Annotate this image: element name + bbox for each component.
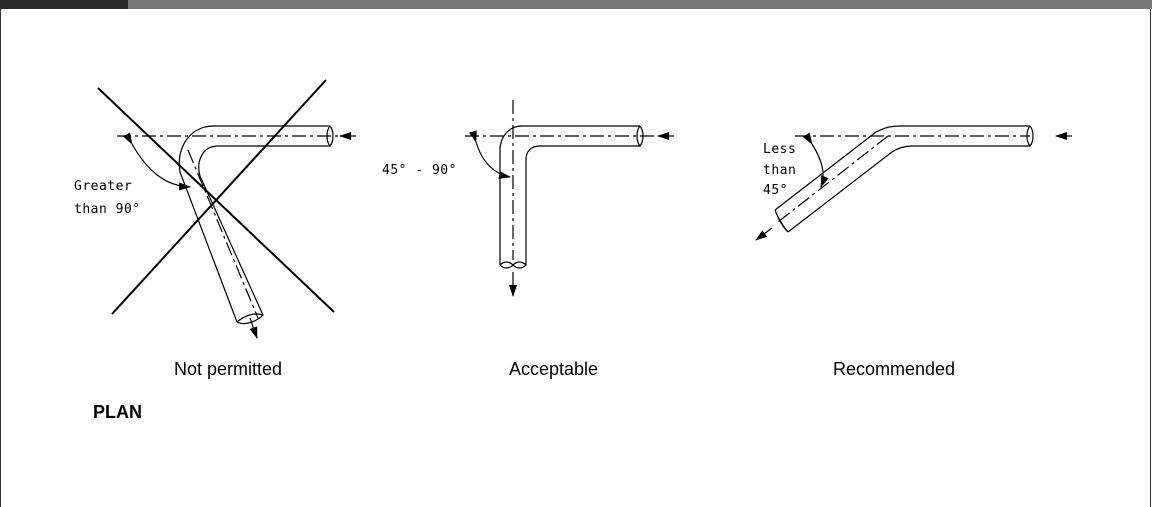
centreline-branch bbox=[777, 135, 889, 223]
angle-label-1-line-2: than 90° bbox=[74, 202, 141, 217]
angle-label-3-line-3: 45° bbox=[763, 183, 788, 198]
pipe-end-bottom bbox=[499, 261, 527, 269]
outflow-arrow bbox=[755, 227, 773, 241]
panel-recommended bbox=[755, 125, 1072, 241]
pipe-end-bottom bbox=[236, 313, 265, 325]
angle-label-3-line-1: Less bbox=[763, 142, 796, 157]
outflow-arrow bbox=[249, 317, 258, 339]
caption-not-permitted: Not permitted bbox=[174, 359, 283, 379]
angle-label-2: 45° - 90° bbox=[382, 163, 457, 178]
cross-line-2 bbox=[111, 79, 327, 315]
header-bar bbox=[0, 0, 1152, 9]
caption-acceptable: Acceptable bbox=[509, 359, 599, 379]
centreline-branch bbox=[187, 149, 259, 319]
pipe-end-bottom bbox=[774, 209, 789, 233]
pipe-end-right bbox=[636, 125, 644, 147]
angle-arc bbox=[469, 130, 511, 179]
angle-arc bbox=[123, 132, 191, 191]
header-bar-accent bbox=[0, 0, 128, 9]
pipe-inner-edge bbox=[525, 145, 640, 265]
angle-label-1-line-1: Greater bbox=[74, 179, 132, 194]
pipe-inner-edge bbox=[198, 145, 330, 316]
plan-label: PLAN bbox=[93, 402, 142, 422]
angle-arc bbox=[802, 132, 829, 188]
panel-acceptable bbox=[465, 100, 674, 297]
panel-not-permitted bbox=[97, 79, 356, 339]
pipe-outer-edge bbox=[499, 125, 640, 265]
pipe-inner-edge bbox=[787, 145, 1030, 233]
angle-label-3-line-2: than bbox=[763, 163, 796, 178]
pipe-outer-edge bbox=[774, 125, 1030, 211]
pipe-end-right bbox=[326, 125, 334, 147]
pipe-end-right bbox=[1026, 125, 1034, 147]
figure-frame bbox=[0, 9, 1151, 507]
caption-recommended: Recommended bbox=[833, 359, 956, 379]
